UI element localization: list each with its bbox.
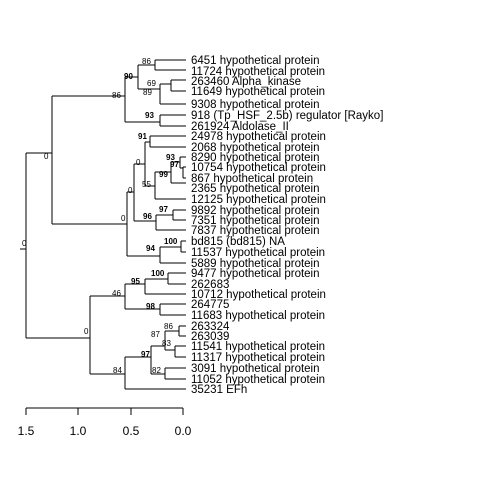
- support-value: 100: [164, 237, 178, 246]
- support-value: 91: [138, 132, 147, 141]
- support-value: 90: [124, 72, 133, 81]
- support-value: 93: [145, 111, 154, 120]
- support-values: 86 90 69 89 86 93 91 0 93 97 99 55 0 97 …: [22, 57, 179, 375]
- leaf-label: 10712 hypothetical protein: [191, 289, 326, 301]
- leaf-label: 7351 hypothetical protein: [191, 215, 320, 227]
- axis-tick-label: 1.0: [70, 424, 87, 438]
- support-value: 86: [164, 322, 173, 331]
- support-value: 96: [143, 212, 152, 221]
- leaf-label: 7837 hypothetical protein: [191, 225, 320, 237]
- support-value: 0: [84, 327, 89, 336]
- support-value: 83: [162, 339, 171, 348]
- support-value: 84: [113, 366, 122, 375]
- leaf-label: 11052 hypothetical protein: [191, 374, 325, 386]
- support-value: 0: [44, 152, 49, 161]
- leaf-label: 263324: [191, 321, 230, 333]
- scale-axis: 1.5 1.0 0.5 0.0: [18, 407, 192, 438]
- support-value: 94: [146, 244, 155, 253]
- support-value: 93: [166, 153, 175, 162]
- tree-branches: [20, 59, 186, 390]
- leaf-label: 918 (Tp_HSF_2.5b) regulator [Rayko]: [191, 110, 383, 122]
- leaf-label: 12125 hypothetical protein: [191, 194, 326, 206]
- support-value: 97: [170, 160, 179, 169]
- support-value: 87: [151, 330, 160, 339]
- leaf-label: 11649 hypothetical protein: [191, 86, 325, 98]
- support-value: 0: [121, 214, 126, 223]
- support-value: 0: [136, 158, 141, 167]
- leaf-label: 35231 EFh: [191, 384, 247, 396]
- support-value: 99: [159, 170, 168, 179]
- support-value: 69: [147, 79, 156, 88]
- support-value: 89: [143, 88, 152, 97]
- leaf-label: 11541 hypothetical protein: [191, 341, 325, 353]
- leaf-label: 9892 hypothetical protein: [191, 205, 320, 217]
- support-value: 100: [151, 269, 165, 278]
- leaf-label: 24978 hypothetical protein: [191, 131, 326, 143]
- leaf-label: 9308 hypothetical protein: [191, 99, 320, 111]
- leaf-label: 264775: [191, 299, 229, 311]
- leaf-label: 2068 hypothetical protein: [191, 142, 320, 154]
- leaf-label: 261924 Aldolase_II: [191, 121, 289, 133]
- support-value: 98: [146, 302, 155, 311]
- leaf-label: 8290 hypothetical protein: [191, 152, 320, 164]
- support-value: 97: [141, 350, 150, 359]
- leaf-label: 11317 hypothetical protein: [191, 352, 325, 364]
- leaf-label: 11724 hypothetical protein: [191, 66, 325, 78]
- leaf-label: 11683 hypothetical protein: [191, 310, 325, 322]
- support-value: 86: [112, 91, 121, 100]
- leaf-label: 3091 hypothetical protein: [191, 363, 320, 375]
- leaf-label: 10754 hypothetical protein: [191, 162, 326, 174]
- leaf-label: 867 hypothetical protein: [191, 173, 313, 185]
- leaf-label: 6451 hypothetical protein: [191, 55, 320, 67]
- axis-tick-label: 0.0: [175, 424, 192, 438]
- leaf-label: 263460 Alpha_kinase: [191, 76, 301, 88]
- support-value: 95: [131, 277, 140, 286]
- support-value: 0: [128, 186, 133, 195]
- support-value: 55: [142, 180, 151, 189]
- support-value: 82: [152, 366, 161, 375]
- leaf-label: bd815 (bd815) NA: [191, 236, 285, 248]
- support-value: 97: [159, 205, 168, 214]
- leaf-label: 262683: [191, 279, 229, 291]
- leaf-label: 263039: [191, 331, 229, 343]
- support-value: 46: [112, 289, 121, 298]
- leaf-label: 9477 hypothetical protein: [191, 268, 320, 280]
- leaf-label: 11537 hypothetical protein: [191, 247, 325, 259]
- leaf-label: 5889 hypothetical protein: [191, 258, 320, 270]
- axis-tick-label: 1.5: [18, 424, 35, 438]
- support-value: 86: [142, 57, 151, 66]
- leaf-labels: 6451 hypothetical protein 11724 hypothet…: [191, 55, 383, 396]
- axis-tick-label: 0.5: [123, 424, 140, 438]
- support-value: 0: [22, 239, 27, 248]
- leaf-label: 2365 hypothetical protein: [191, 183, 320, 195]
